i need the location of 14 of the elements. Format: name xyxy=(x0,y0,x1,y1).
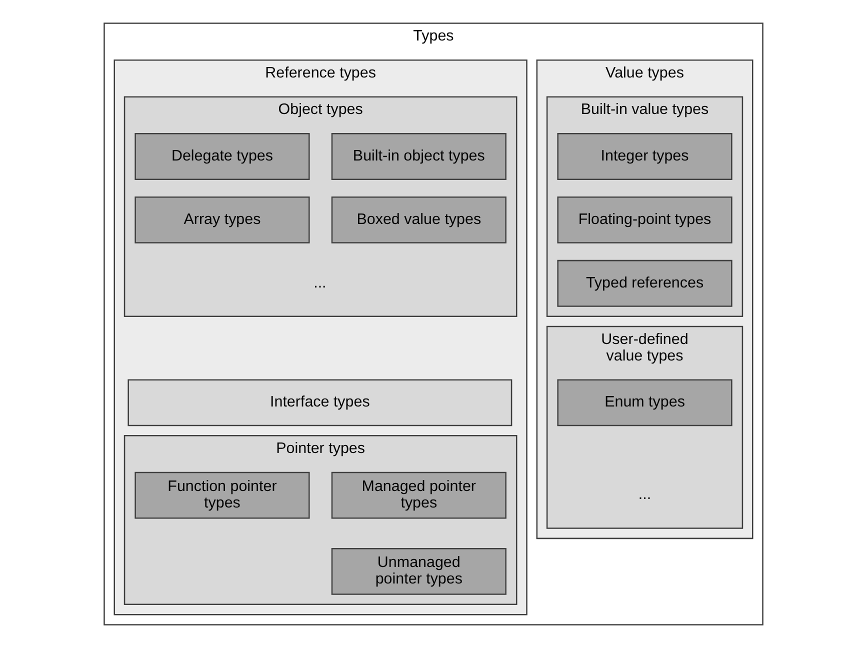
node-box: Delegate types xyxy=(134,133,310,180)
node-box: Array types xyxy=(134,196,310,244)
node-box: Enum types xyxy=(557,379,732,426)
node-text: ... xyxy=(638,486,652,504)
node-box: Unmanaged pointer types xyxy=(331,548,506,595)
node-box: Integer types xyxy=(557,133,732,180)
node-box: Boxed value types xyxy=(331,196,506,244)
node-text: ... xyxy=(314,274,326,292)
node-box: Managed pointer types xyxy=(331,472,506,519)
node-box: Typed references xyxy=(557,260,732,307)
node-box: Built-in object types xyxy=(331,133,506,180)
node-box: Function pointer types xyxy=(134,472,310,519)
node-box: Interface types xyxy=(128,379,512,426)
node-box: Floating-point types xyxy=(557,196,732,244)
